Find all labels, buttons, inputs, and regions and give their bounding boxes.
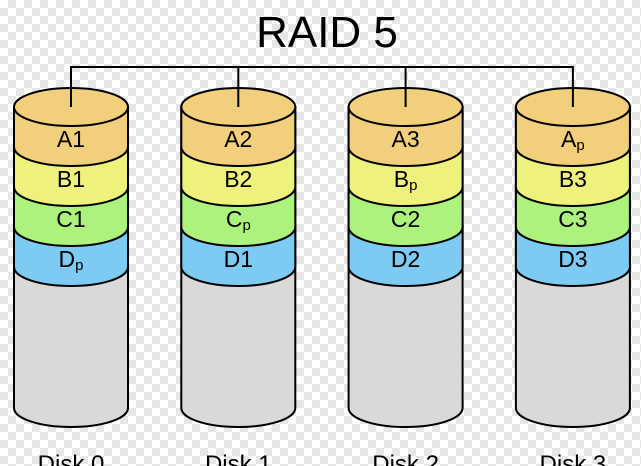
block-label: C3 <box>558 206 587 232</box>
block-label: Dp <box>59 246 84 274</box>
connector-line <box>70 66 574 107</box>
block-label: Bp <box>394 166 418 194</box>
block-label: B2 <box>224 166 252 192</box>
disk-label: Disk 3 <box>540 451 607 466</box>
block-label: B1 <box>57 166 85 192</box>
disk-label: Disk 2 <box>372 451 439 466</box>
block-label: C1 <box>56 206 85 232</box>
diagram-title: RAID 5 <box>256 8 398 57</box>
block-label: A1 <box>57 126 85 152</box>
block-label: Ap <box>561 126 585 154</box>
connector-lines <box>70 66 574 107</box>
block-label: D3 <box>558 246 587 272</box>
block-label: B3 <box>559 166 587 192</box>
block-label: A3 <box>392 126 420 152</box>
block-label: D2 <box>391 246 420 272</box>
block-label: C2 <box>391 206 420 232</box>
block-label: Cp <box>226 206 251 234</box>
disk-label: Disk 1 <box>205 451 272 466</box>
block-label: A2 <box>224 126 252 152</box>
block-label: D1 <box>224 246 253 272</box>
disk-label: Disk 0 <box>38 451 105 466</box>
